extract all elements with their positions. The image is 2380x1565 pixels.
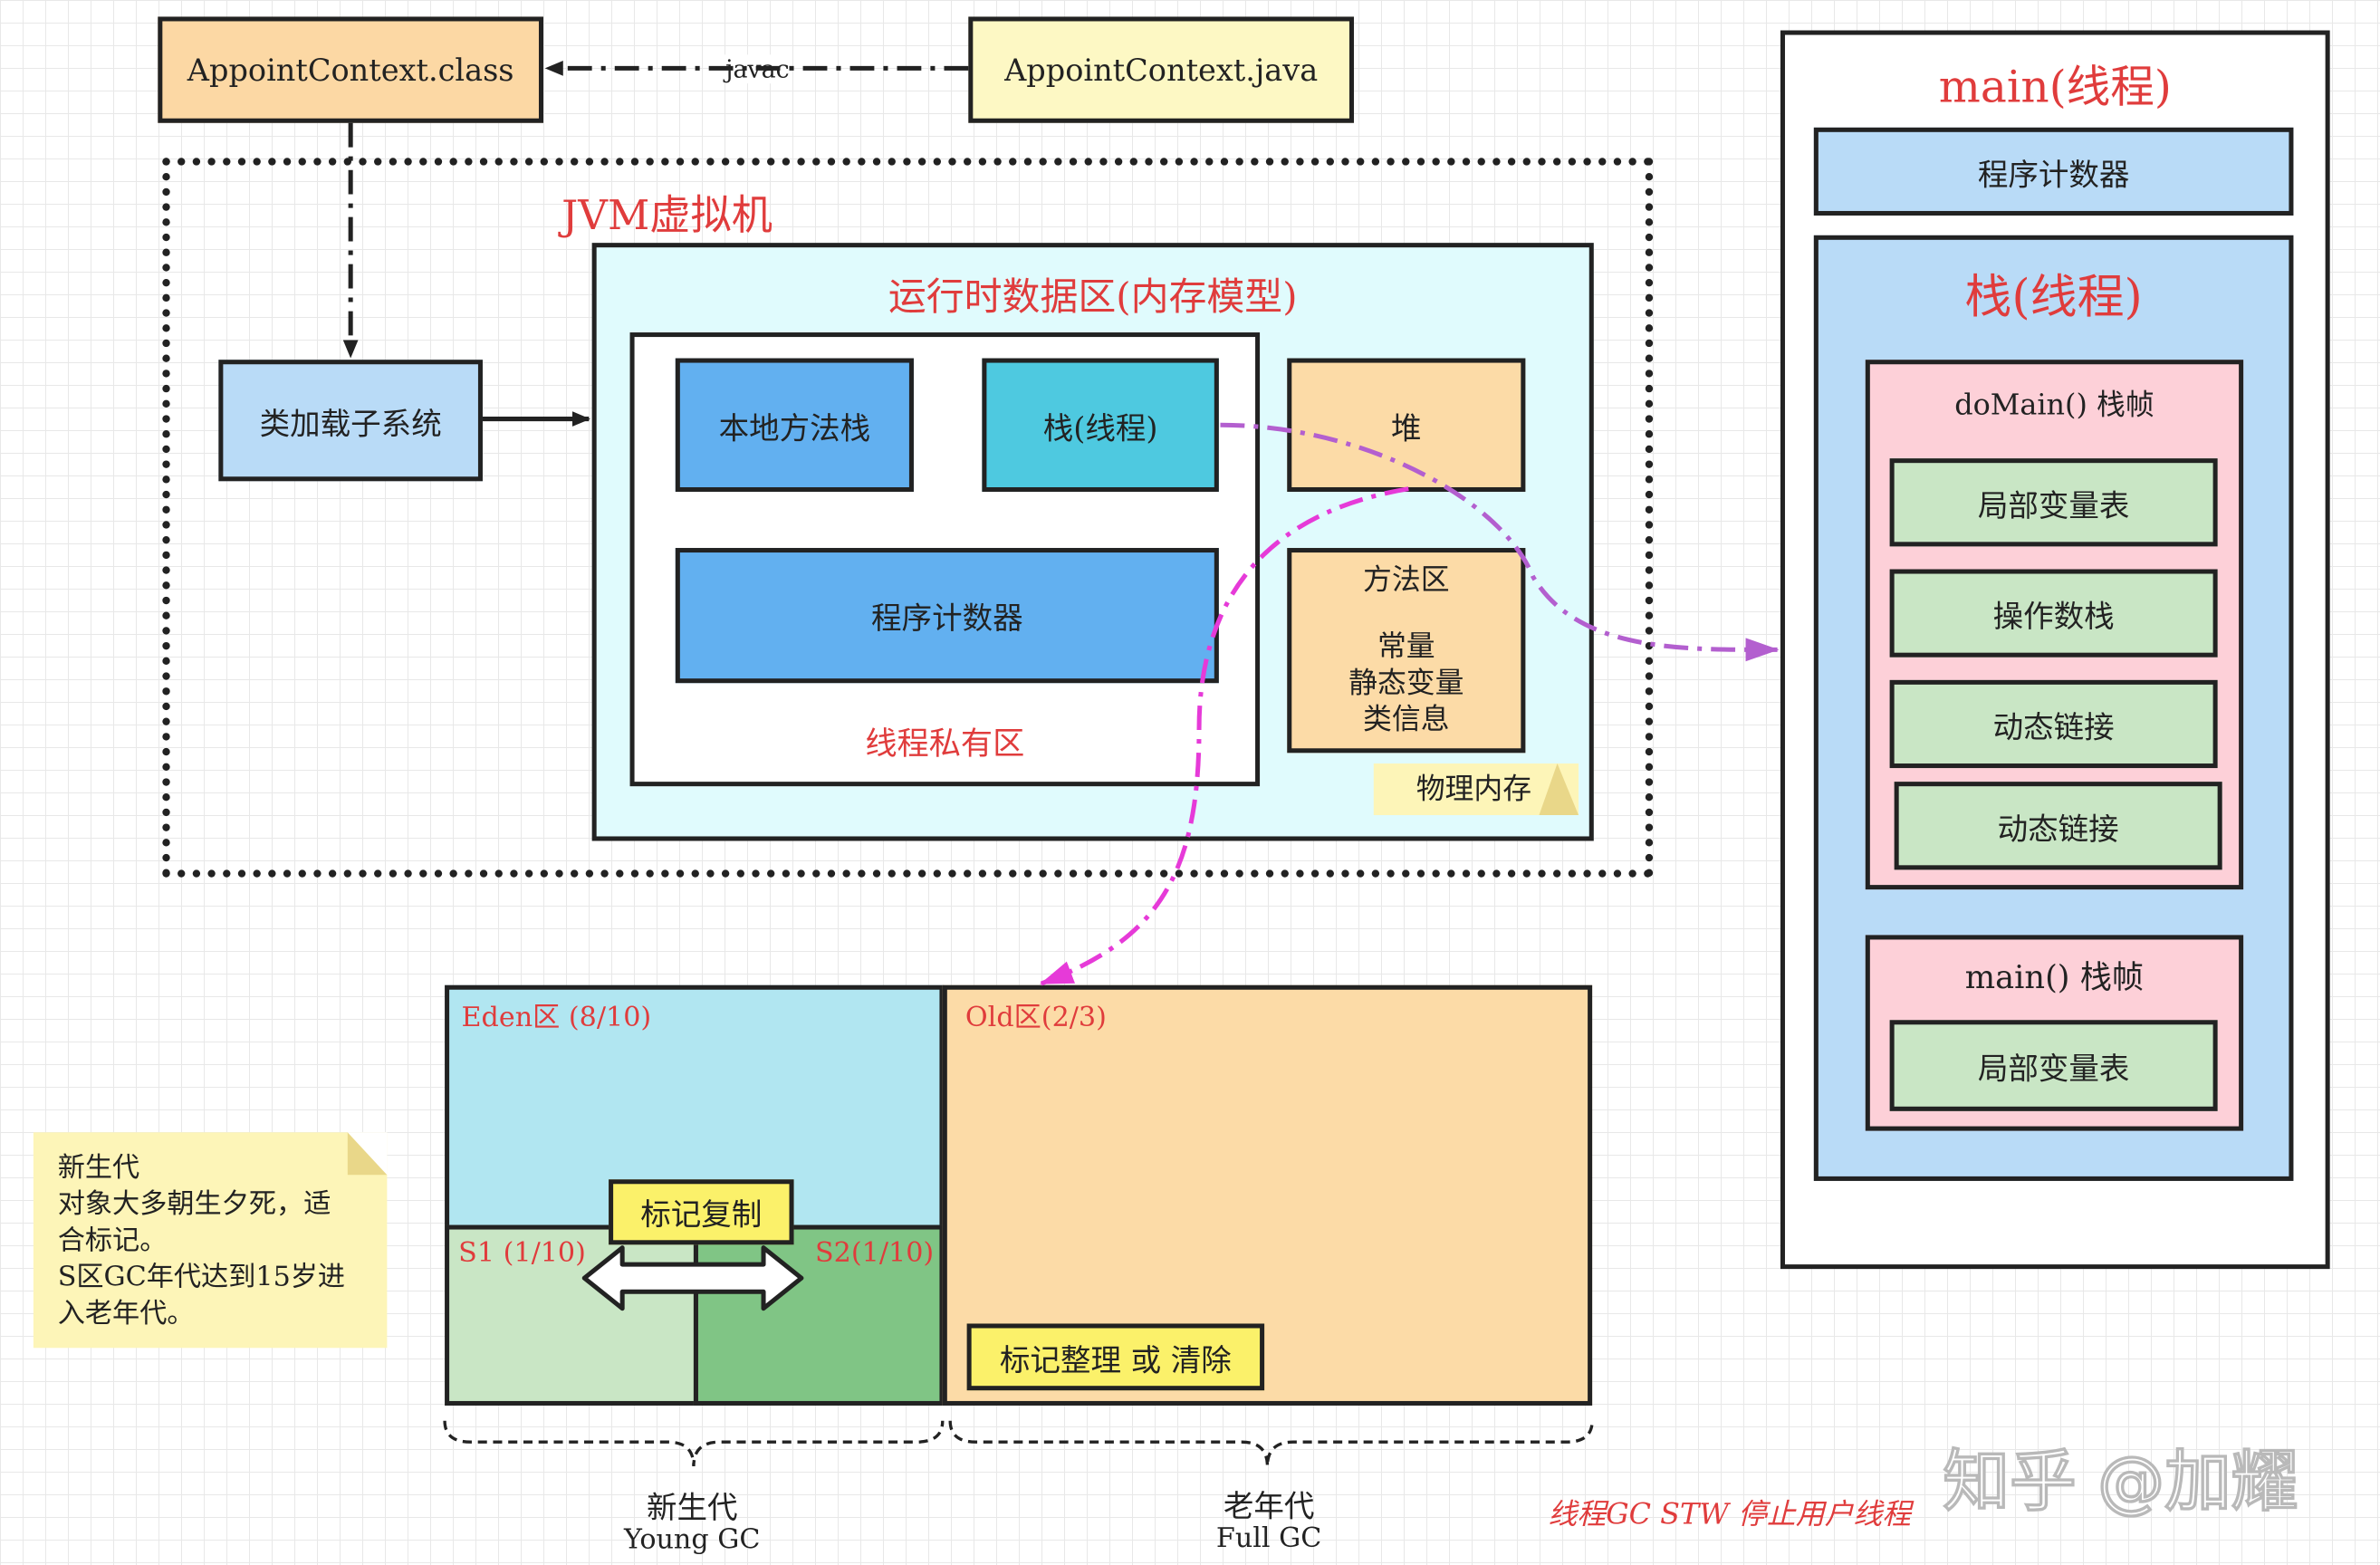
heap-box: 堆 [1287,358,1526,493]
full-gc-label: Full GC [1215,1522,1322,1555]
method-area-static-vars: 静态变量 [1348,666,1464,700]
stw-text: 线程GC STW 停止用户线程 [1548,1498,1912,1532]
program-counter-label: 程序计数器 [871,600,1023,637]
main-thread-title: main(线程) [1938,61,2172,113]
class-loader-label: 类加载子系统 [259,404,442,441]
heap-label: 堆 [1391,408,1422,446]
s1-label: S1 (1/10) [458,1236,586,1270]
method-area-box: 方法区 常量 静态变量 类信息 [1287,548,1526,754]
young-gen-label: 新生代 [646,1489,738,1526]
runtime-title: 运行时数据区(内存模型) [888,274,1298,319]
method-area-constants: 常量 [1377,629,1435,664]
native-stack-label: 本地方法栈 [718,408,871,446]
mark-compact-box: 标记整理 或 清除 [966,1323,1265,1391]
thread-private-label: 线程私有区 [865,725,1025,763]
eden-label: Eden区 (8/10) [461,1002,652,1034]
s2-label: S2(1/10) [815,1236,935,1270]
method-area-title: 方法区 [1363,562,1450,597]
native-stack-box: 本地方法栈 [675,358,914,493]
young-gen-brace [443,1420,945,1467]
mark-copy-box: 标记复制 [609,1179,794,1245]
class-file-label: AppointContext.class [187,51,514,89]
young-gc-label: Young GC [624,1523,761,1556]
physical-memory-fold-icon [1539,763,1579,816]
domain-operand-stack: 操作数栈 [1889,569,2218,658]
young-gen-note: 新生代 对象大多朝生夕死，适 合标记。 S区GC年代达到15岁进 入老年代。 [33,1132,388,1349]
note-fold-icon [347,1132,388,1176]
domain-frame-title: doMain() 栈帧 [1954,389,2154,422]
class-file-box: AppointContext.class [158,16,544,123]
main-local-vars: 局部变量表 [1889,1020,2218,1111]
domain-dynamic-link-2: 动态链接 [1894,782,2222,870]
watermark: 知乎 @加耀 [1942,1442,2300,1522]
java-file-box: AppointContext.java [968,16,1354,123]
thread-stack-label: 栈(线程) [1042,408,1158,446]
thread-stack-box: 栈(线程) [982,358,1219,493]
domain-dynamic-link-1: 动态链接 [1889,679,2218,769]
method-area-class-info: 类信息 [1363,702,1450,736]
main-frame-title: main() 栈帧 [1964,959,2145,996]
main-program-counter-label: 程序计数器 [1977,155,2130,193]
main-stack-title: 栈(线程) [1964,270,2143,325]
javac-label: javac [722,54,792,84]
old-gen-label: 老年代 [1223,1487,1315,1524]
program-counter-box: 程序计数器 [675,548,1219,684]
domain-local-vars: 局部变量表 [1889,458,2218,547]
main-program-counter-box: 程序计数器 [1813,127,2294,216]
old-gen-brace [948,1420,1594,1467]
class-loader-box: 类加载子系统 [218,360,483,482]
java-file-label: AppointContext.java [1004,51,1319,89]
old-label: Old区(2/3) [964,1002,1107,1034]
jvm-title: JVM虚拟机 [561,192,773,240]
